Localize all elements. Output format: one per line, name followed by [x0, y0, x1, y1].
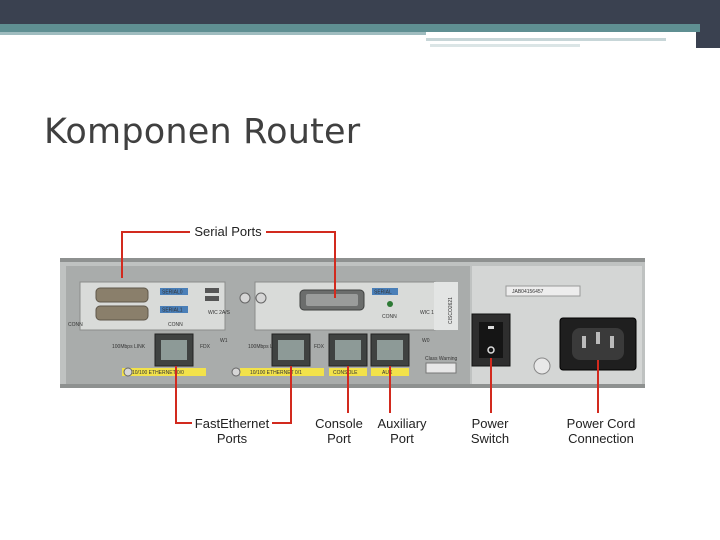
console-label-line2: Port [327, 431, 351, 446]
serial1-label: SERIAL1 [162, 308, 183, 314]
serial-ports-callout-left [121, 231, 190, 278]
slide-top-bar-corner [696, 0, 720, 48]
console-strip-label: CONSOLE [333, 370, 358, 376]
slide-accent-line [0, 32, 426, 35]
fast-ethernet-callout-right [272, 366, 292, 424]
serial-ports-callout-right [266, 231, 336, 298]
link-label-0: 100Mbps LINK [112, 344, 146, 350]
auxiliary-label-line2: Port [390, 431, 414, 446]
serial-ports-label: Serial Ports [194, 224, 262, 239]
fdx-label-0: FDX [200, 344, 211, 350]
power-cord-label-line2: Connection [568, 431, 634, 446]
ground-screw-icon [533, 357, 551, 375]
ethernet-0-0-strip [122, 368, 206, 376]
cisco-model-label: CISCO2621 [448, 297, 454, 324]
serial0-label: SERIAL0 [162, 290, 183, 296]
class-warning-label: Class Warning [425, 356, 458, 362]
fast-ethernet-label-line2: Ports [217, 431, 248, 446]
power-switch-label-line2: Switch [471, 431, 509, 446]
slide-accent-line-2 [426, 38, 666, 41]
serial-label: SERIAL [374, 290, 392, 296]
power-switch-label-line1: Power [472, 416, 510, 431]
screw-icon [231, 367, 241, 377]
eth1-label: 10/100 ETHERNET 0/1 [250, 370, 302, 376]
screw-icon [239, 292, 251, 304]
serial-number-label: JAB04156457 [512, 289, 544, 295]
power-cord-label-line1: Power Cord [567, 416, 636, 431]
fdx-label-1: FDX [314, 344, 325, 350]
screw-icon [255, 292, 267, 304]
ethernet-0-1-strip [240, 368, 324, 376]
console-label-line1: Console [315, 416, 363, 431]
serial-number-sticker [505, 285, 581, 297]
serial0-connector [95, 287, 149, 303]
slide-accent-line-3 [430, 44, 580, 47]
conn-label-0: CONN [68, 322, 83, 328]
aux-strip-label: AUX [382, 370, 393, 376]
link-label-1: 100Mbps LINK [248, 344, 282, 350]
status-led [387, 301, 393, 307]
router-back-panel-diagram: SERIAL0 SERIAL1 CONN WIC 2A/S CONN SERIA… [60, 224, 645, 446]
screw-icon [123, 367, 133, 377]
conn-label-1: CONN [168, 322, 183, 328]
slide-title: Komponen Router [44, 112, 361, 152]
eth0-label: 10/100 ETHERNET 0/0 [132, 370, 184, 376]
auxiliary-label-line1: Auxiliary [377, 416, 427, 431]
w1-label: W1 [220, 338, 228, 344]
w0-label: W0 [422, 338, 430, 344]
wic-2as-label: WIC 2A/S [208, 310, 231, 316]
warning-sticker [425, 362, 457, 374]
fast-ethernet-label-line1: FastEthernet [195, 416, 270, 431]
slide-accent-stripe [0, 24, 700, 32]
fast-ethernet-callout-left [175, 366, 192, 424]
serial1-connector [95, 305, 149, 321]
conn-label-2: CONN [382, 314, 397, 320]
slide-top-bar [0, 0, 720, 24]
wic-1t-label: WIC 1T [420, 310, 437, 316]
